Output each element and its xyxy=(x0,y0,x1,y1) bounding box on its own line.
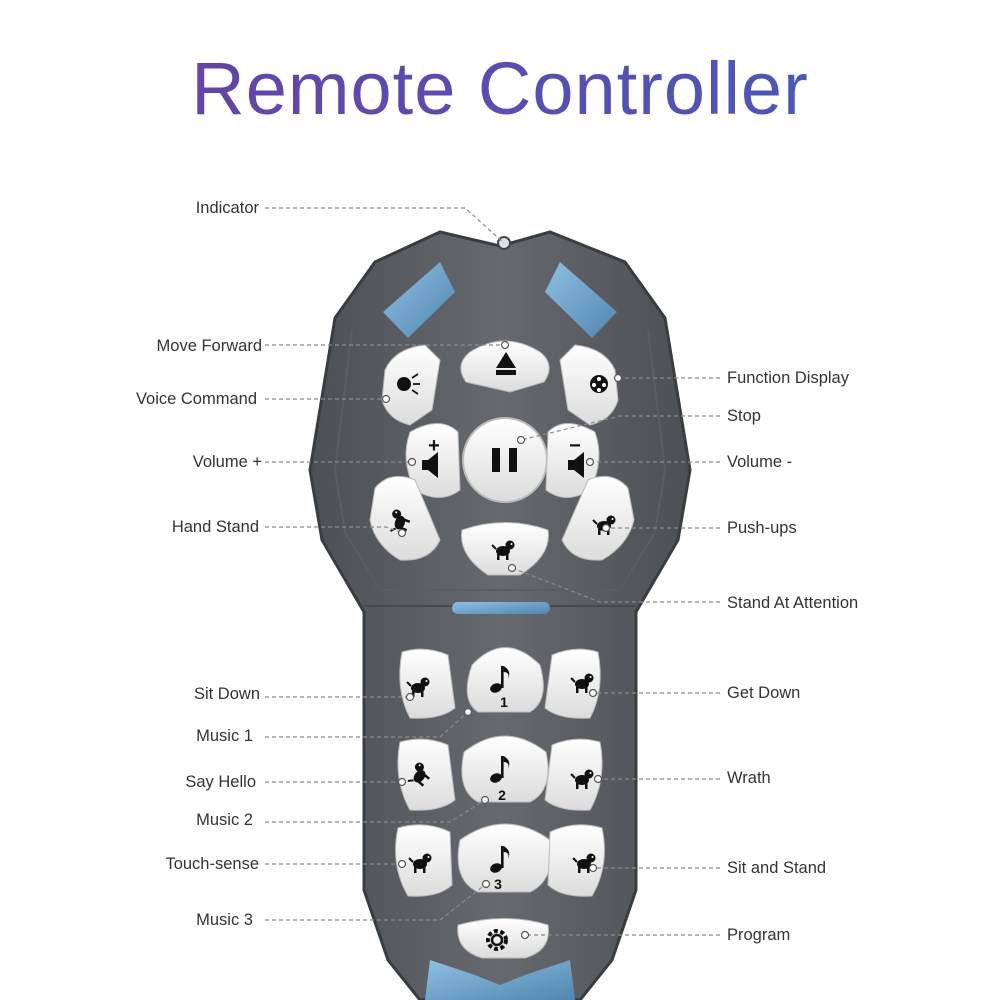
music-1-number: 1 xyxy=(500,694,508,710)
label-program: Program xyxy=(727,926,791,944)
label-music-1: Music 1 xyxy=(196,727,253,745)
speaker-icon xyxy=(568,452,584,478)
label-stop: Stop xyxy=(727,407,761,425)
label-music-2: Music 2 xyxy=(196,811,253,829)
label-say-hello: Say Hello xyxy=(185,773,256,791)
program-button[interactable] xyxy=(457,918,550,959)
label-touch-sense: Touch-sense xyxy=(165,855,259,873)
callout-lines xyxy=(265,207,720,936)
stop-button[interactable] xyxy=(462,417,548,503)
film-reel-icon xyxy=(590,375,608,393)
wrath-button[interactable] xyxy=(544,738,603,811)
music-2-button[interactable]: 2 xyxy=(461,735,549,803)
label-indicator: Indicator xyxy=(195,199,259,217)
music-3-button[interactable]: 3 xyxy=(457,823,552,893)
label-function-display: Function Display xyxy=(727,369,849,387)
page-title: Remote Controller xyxy=(0,52,1000,126)
speaker-icon xyxy=(422,452,438,478)
function-display-button[interactable] xyxy=(559,344,619,426)
plus-sign: + xyxy=(428,435,440,457)
music-2-number: 2 xyxy=(498,787,506,803)
label-get-down: Get Down xyxy=(727,684,801,702)
hand-stand-button[interactable] xyxy=(369,475,441,561)
left-blue-panel xyxy=(383,262,455,338)
push-ups-button[interactable] xyxy=(561,475,635,561)
label-music-3: Music 3 xyxy=(196,911,253,929)
label-hand-stand: Hand Stand xyxy=(171,518,259,536)
callout-dots xyxy=(381,340,623,940)
stand-at-attention-button[interactable] xyxy=(461,522,549,576)
gear-icon xyxy=(486,929,508,951)
music-3-number: 3 xyxy=(494,876,502,892)
label-wrath: Wrath xyxy=(727,769,771,787)
minus-sign: − xyxy=(569,435,581,457)
label-sit-and-stand: Sit and Stand xyxy=(727,859,827,877)
volume-minus-button[interactable]: − xyxy=(545,423,600,498)
bottom-blue-panel xyxy=(425,960,575,1000)
move-forward-button[interactable] xyxy=(460,340,550,393)
get-down-button[interactable] xyxy=(544,648,601,719)
label-stand-at-attention: Stand At Attention xyxy=(727,594,859,612)
center-blue-strip xyxy=(452,602,550,614)
label-push-ups: Push-ups xyxy=(727,519,797,537)
speaking-head-icon xyxy=(397,373,420,395)
label-volume-minus: Volume - xyxy=(727,453,793,471)
pause-icon xyxy=(492,448,517,472)
label-volume-plus: Volume + xyxy=(192,453,262,471)
touch-sense-button[interactable] xyxy=(395,824,453,897)
music-1-button[interactable]: 1 xyxy=(466,647,544,713)
label-voice-command: Voice Command xyxy=(135,390,257,408)
say-hello-button[interactable] xyxy=(397,738,456,811)
voice-command-button[interactable] xyxy=(381,344,441,426)
right-blue-panel xyxy=(545,262,617,338)
label-move-forward: Move Forward xyxy=(156,337,262,355)
sit-down-button[interactable] xyxy=(399,648,456,719)
label-sit-down: Sit Down xyxy=(193,685,260,703)
up-arrow-icon xyxy=(496,352,516,368)
sit-and-stand-button[interactable] xyxy=(547,824,605,897)
